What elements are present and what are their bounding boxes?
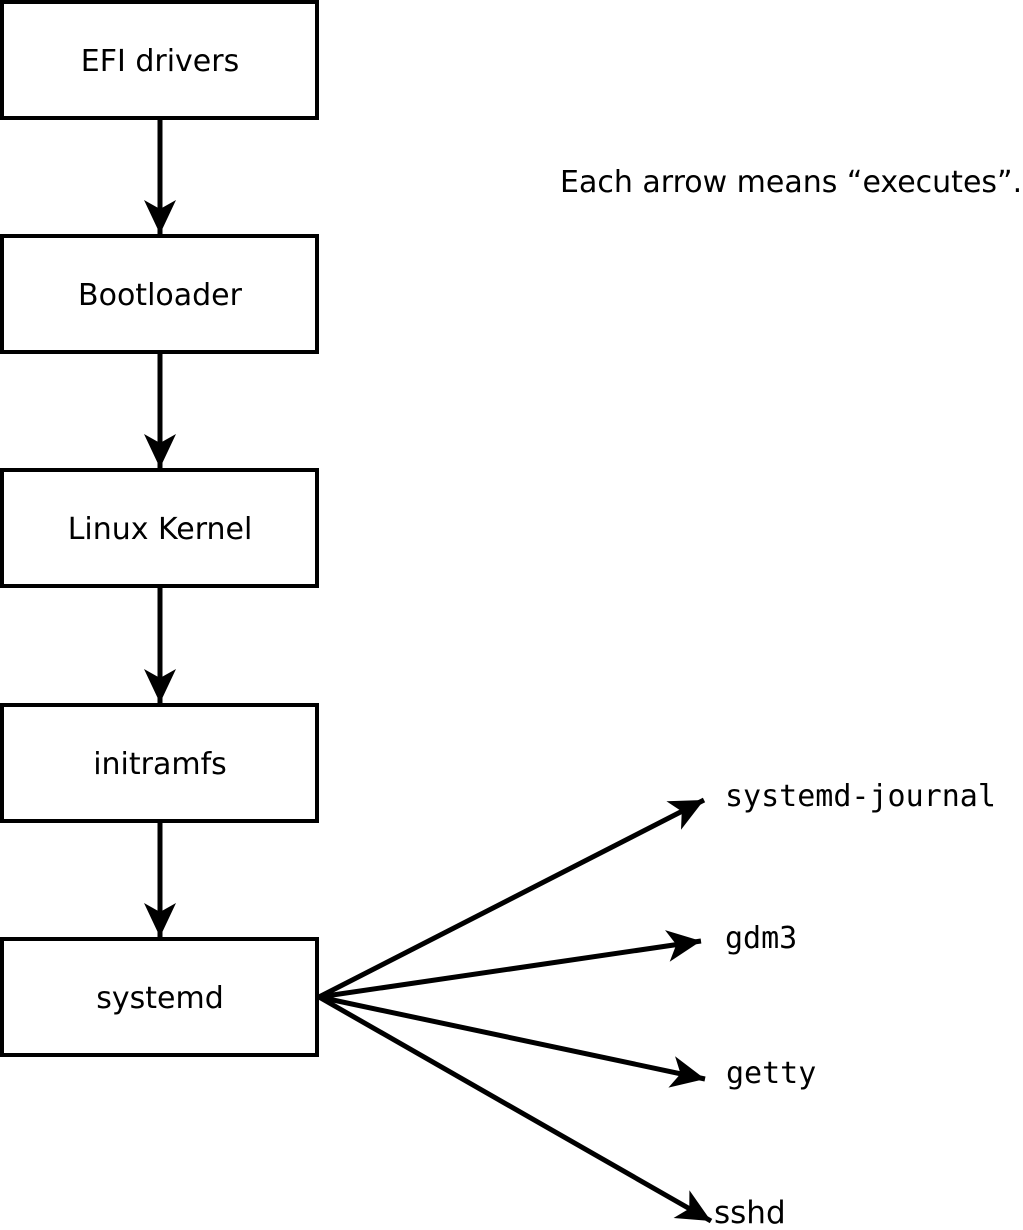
systemd-label: systemd [96, 981, 224, 1016]
initramfs-label: initramfs [93, 747, 227, 782]
arrow-systemd-to-gdm3 [318, 930, 702, 1000]
linux-kernel-box [0, 468, 319, 588]
arrow-systemd-to-getty [318, 994, 706, 1088]
sshd-label: sshd [714, 1195, 786, 1230]
efi-drivers-label: EFI drivers [81, 44, 239, 79]
systemd-box [0, 937, 319, 1057]
arrow-systemd-to-journal [317, 797, 706, 1000]
linux-kernel-label: Linux Kernel [68, 512, 253, 547]
bootloader-label: Bootloader [78, 278, 243, 313]
arrow-meaning-annotation: Each arrow means “executes”. [560, 165, 1022, 200]
bootloader-box [0, 234, 319, 354]
gdm3-label: gdm3 [725, 921, 797, 956]
initramfs-box [0, 703, 319, 823]
getty-label: getty [726, 1056, 816, 1091]
systemd-journal-label: systemd-journal [725, 779, 996, 814]
efi-drivers-box [0, 0, 319, 120]
arrow-systemd-to-sshd [317, 994, 713, 1224]
